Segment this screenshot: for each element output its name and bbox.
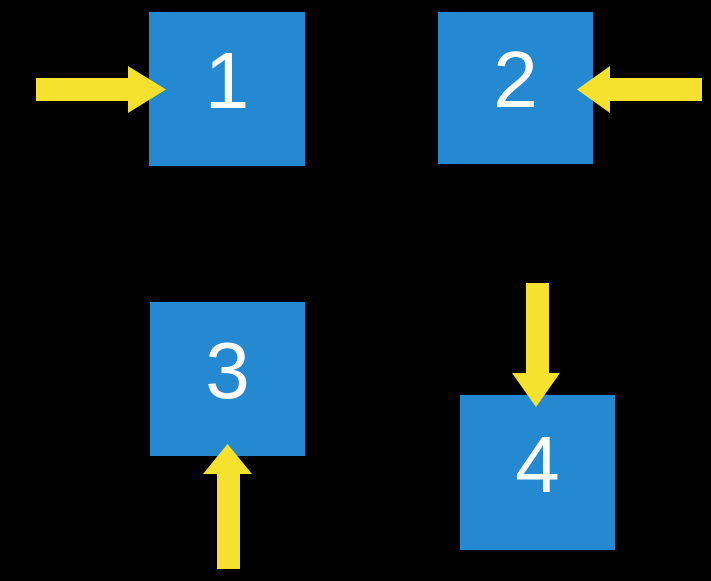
arrow-to-square-2 <box>577 66 702 113</box>
arrow-to-square-1 <box>36 66 166 113</box>
square-4-label: 4 <box>515 419 560 509</box>
square-1[interactable]: 1 <box>149 12 305 166</box>
square-1-label: 1 <box>204 36 250 125</box>
arrow-to-square-3 <box>203 444 252 569</box>
square-2[interactable]: 2 <box>438 12 593 164</box>
arrow-up-icon <box>203 444 252 569</box>
arrow-right-icon <box>36 66 166 113</box>
arrow-down-icon <box>512 283 560 407</box>
square-4[interactable]: 4 <box>460 395 615 550</box>
arrow-left-icon <box>577 66 702 113</box>
arrow-to-square-4 <box>512 283 560 407</box>
square-2-label: 2 <box>493 35 538 124</box>
square-3-label: 3 <box>205 326 250 415</box>
square-3[interactable]: 3 <box>150 302 305 456</box>
